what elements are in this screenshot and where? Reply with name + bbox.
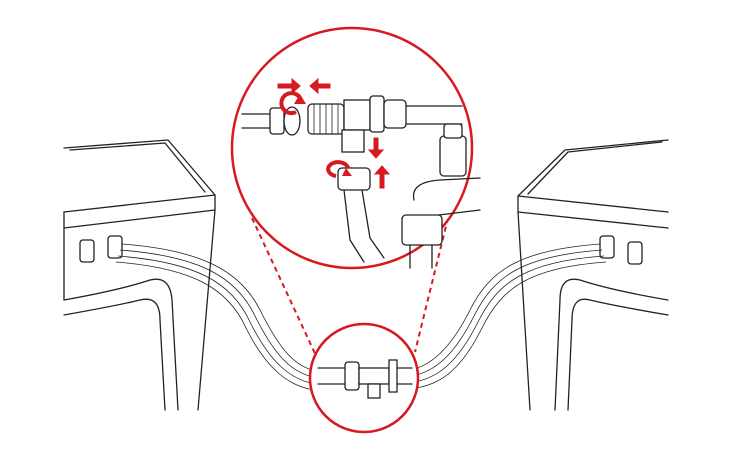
left-inlet-valves	[79, 235, 123, 263]
detail-circle-small	[308, 322, 420, 434]
callout-lines	[251, 217, 449, 361]
right-washing-machine	[517, 139, 669, 411]
left-hose	[115, 243, 321, 391]
straight-arrow-icon	[277, 77, 391, 189]
detail-circle-large	[230, 26, 481, 270]
curved-rotate-arrow-icon	[279, 91, 350, 178]
right-hose	[409, 243, 607, 389]
right-inlet-valves	[599, 235, 643, 265]
left-washing-machine	[63, 139, 216, 411]
